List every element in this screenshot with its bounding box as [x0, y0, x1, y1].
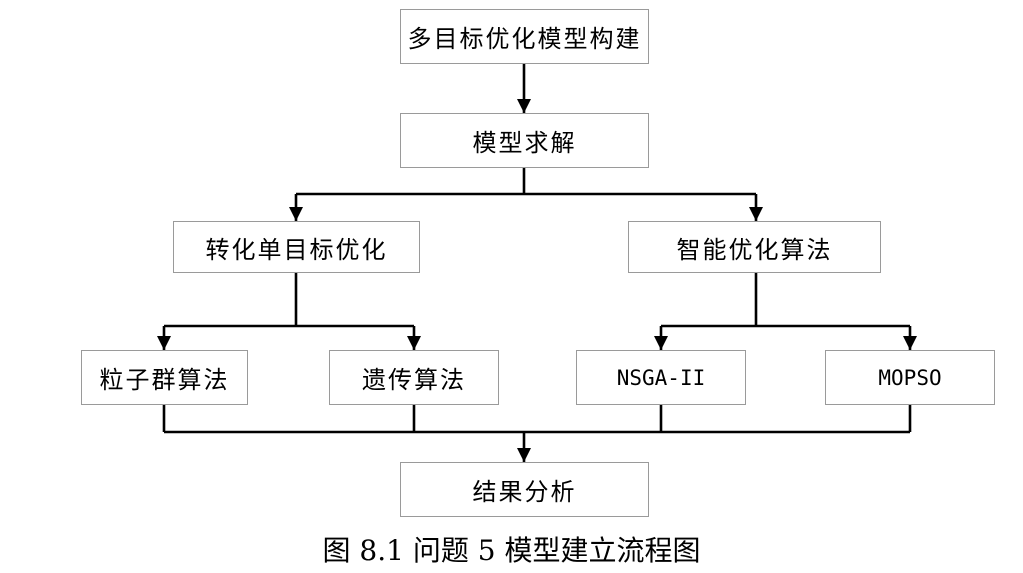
node-model-build: 多目标优化模型构建: [400, 9, 649, 64]
node-nsga-ii: NSGA-II: [576, 350, 746, 405]
figure-caption: 图 8.1 问题 5 模型建立流程图: [322, 534, 701, 567]
node-intelligent-algorithm: 智能优化算法: [628, 221, 881, 273]
node-model-solve: 模型求解: [400, 113, 649, 168]
node-ga: 遗传算法: [329, 350, 499, 405]
node-single-objective: 转化单目标优化: [173, 221, 420, 273]
node-result-analysis: 结果分析: [400, 462, 649, 517]
node-pso: 粒子群算法: [81, 350, 248, 405]
node-mopso: MOPSO: [825, 350, 995, 405]
